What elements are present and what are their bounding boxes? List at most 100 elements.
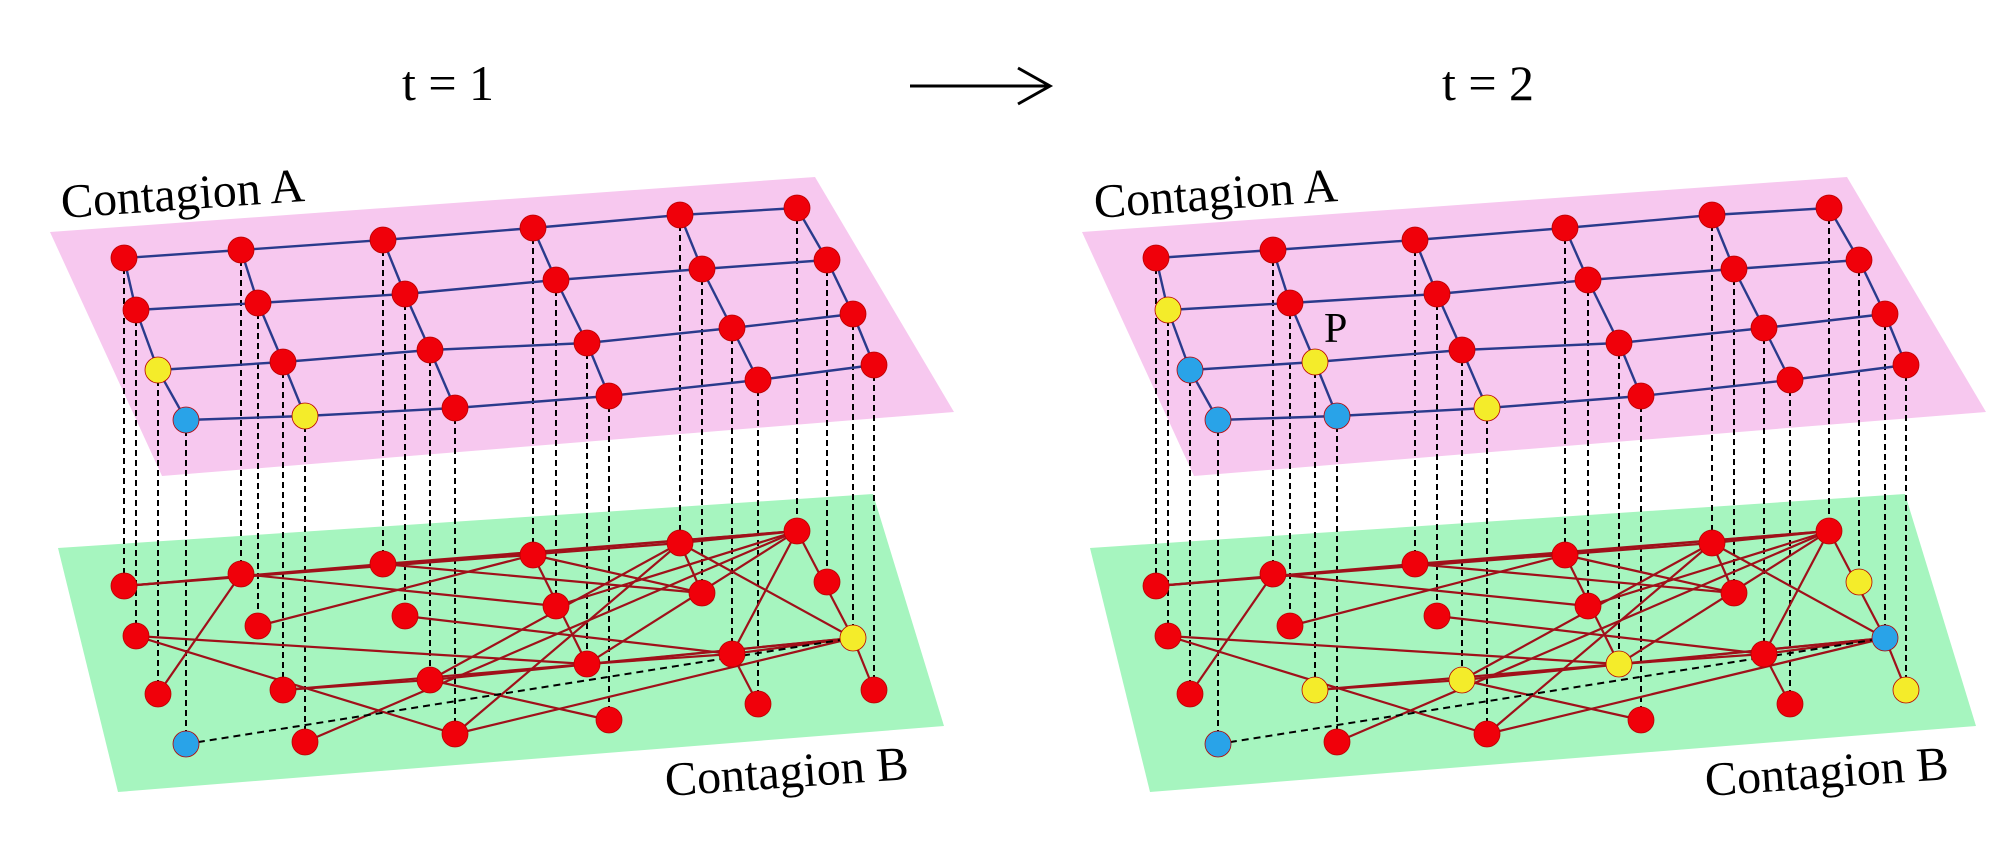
layer-a-node: [269, 348, 297, 376]
layer-b-edge: [1414, 562, 1735, 595]
layer-b-node: [1720, 579, 1748, 607]
layer-a-edge: [586, 326, 733, 345]
layer-a-edge: [1189, 360, 1316, 372]
layer-b-edge: [135, 634, 588, 666]
layer-b-node: [1401, 550, 1429, 578]
layer-b-node: [1323, 728, 1351, 756]
layer-a-node: [1627, 382, 1655, 410]
panel-t1: [50, 177, 954, 792]
layer-b-edge: [1711, 529, 1830, 545]
layer-b-edge: [731, 636, 854, 656]
layer-a-node: [839, 300, 867, 328]
layer-a-node: [441, 394, 469, 422]
layer-b-node: [122, 622, 150, 650]
layer-a-plane: [1082, 177, 1986, 476]
layer-a-node: [1871, 300, 1899, 328]
layer-a-node: [1605, 329, 1633, 357]
layer-a-node: [1698, 201, 1726, 229]
layer-b-node: [1154, 622, 1182, 650]
layer-a-node: [573, 329, 601, 357]
layer-b-edge: [1436, 614, 1765, 656]
layer-b-node: [244, 612, 272, 640]
layer-b-label-t1: Contagion B: [663, 737, 910, 807]
layer-b-edge: [404, 614, 733, 656]
layer-b-node: [1750, 640, 1778, 668]
time-label-t2: t = 2: [1442, 55, 1534, 111]
layer-b-plane: [58, 494, 944, 792]
layer-b-label-t2: Contagion B: [1703, 737, 1950, 807]
layer-a-node: [542, 266, 570, 294]
time-label-t1: t = 1: [402, 55, 494, 111]
layer-a-node: [1551, 214, 1579, 242]
layer-a-node: [1776, 366, 1804, 394]
layer-b-node: [1698, 529, 1726, 557]
layer-b-node: [1627, 706, 1655, 734]
layer-b-node: [369, 550, 397, 578]
layer-b-node: [1176, 680, 1204, 708]
layer-a-edge: [304, 406, 456, 418]
layer-b-edge: [1336, 529, 1830, 744]
layer-a-edge: [1587, 267, 1735, 282]
layer-a-edge: [240, 238, 384, 252]
layer-b-dashed-edge: [185, 637, 854, 745]
layer-a-node: [813, 246, 841, 274]
layer-a-node: [122, 296, 150, 324]
layer-a-node: [666, 201, 694, 229]
layer-b-edge: [135, 634, 456, 736]
layer-a-edge: [1436, 278, 1589, 296]
layer-a-edge: [282, 348, 431, 364]
layer-a-node: [783, 194, 811, 222]
layer-a-edge: [454, 394, 610, 410]
layer-a-node: [110, 244, 138, 272]
layer-b-node: [744, 690, 772, 718]
layer-a-edge: [257, 292, 406, 305]
layer-b-edge: [454, 636, 854, 736]
layer-b-edge: [157, 573, 242, 695]
layer-b-edge: [304, 529, 798, 744]
layer-b-edge: [1564, 553, 1735, 595]
layer-b-edge: [382, 529, 798, 566]
layer-b-node: [172, 730, 200, 758]
layer-b-node: [1301, 676, 1329, 704]
layer-a-edge: [1155, 248, 1274, 260]
layer-a-edge: [1789, 363, 1907, 382]
layer-b-edge: [1167, 634, 1488, 736]
layer-a-node: [1176, 356, 1204, 384]
layer-b-node: [1551, 541, 1579, 569]
layer-b-edge: [382, 562, 703, 595]
layer-a-node: [718, 314, 746, 342]
layer-b-node: [1448, 666, 1476, 694]
layer-b-node: [1204, 730, 1232, 758]
layer-a-edge: [135, 301, 259, 312]
layer-a-node: [1204, 406, 1232, 434]
layer-b-node: [813, 568, 841, 596]
layer-b-dashed-edge: [1217, 637, 1886, 745]
layer-b-node: [1871, 624, 1899, 652]
layer-b-edge: [429, 678, 610, 722]
layer-a-edge: [532, 213, 681, 230]
layer-a-node: [1423, 280, 1451, 308]
layer-a-edge: [1640, 378, 1791, 398]
layer-a-edge: [1763, 312, 1886, 330]
layer-a-edge: [429, 341, 588, 352]
layer-a-edge: [1289, 292, 1438, 305]
layer-a-edge: [1564, 213, 1713, 230]
layer-a-edge: [1414, 226, 1566, 242]
layer-b-edge: [532, 553, 703, 595]
layer-a-node: [688, 255, 716, 283]
layer-a-edge: [555, 267, 703, 282]
point-label-p: P: [1324, 306, 1347, 352]
layer-a-node: [1892, 351, 1920, 379]
layer-a-edge: [185, 414, 306, 422]
layer-a-edge: [701, 258, 828, 271]
layer-a-edge: [608, 378, 759, 398]
layer-b-edge: [1486, 542, 1713, 735]
layer-b-edge: [1461, 678, 1642, 722]
layer-b-node: [519, 541, 547, 569]
layer-b-node: [1276, 612, 1304, 640]
layer-a-node: [1259, 236, 1287, 264]
layer-b-node: [291, 728, 319, 756]
layer-a-edge: [123, 248, 242, 260]
layer-b-node: [1259, 560, 1287, 588]
